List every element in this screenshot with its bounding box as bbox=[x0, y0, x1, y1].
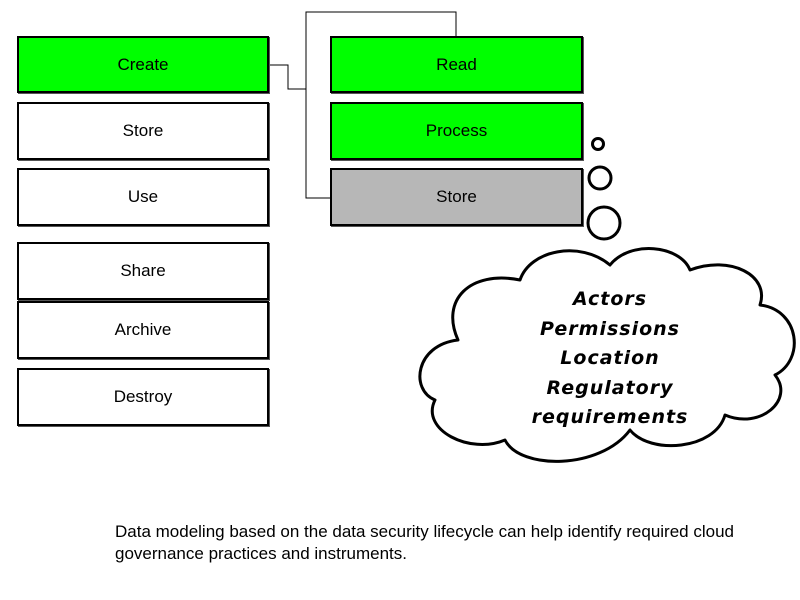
detail-process-label: Process bbox=[425, 121, 488, 140]
thought-bubble-medium bbox=[587, 165, 613, 191]
lifecycle-destroy-label: Destroy bbox=[113, 387, 173, 406]
lifecycle-create: Create bbox=[17, 36, 269, 93]
lifecycle-store: Store bbox=[17, 102, 269, 160]
detail-store-label: Store bbox=[436, 187, 477, 206]
cloud-line-location: Location bbox=[560, 347, 660, 369]
lifecycle-archive-label: Archive bbox=[114, 320, 172, 339]
connector-create-to-detail bbox=[268, 64, 306, 90]
detail-store: Store bbox=[330, 168, 583, 226]
cloud-line-permissions: Permissions bbox=[539, 317, 680, 340]
thought-cloud-text: Actors Permissions Location Regulatory r… bbox=[500, 285, 720, 433]
connector-bracket bbox=[305, 11, 457, 199]
thought-bubble-small bbox=[591, 137, 605, 151]
lifecycle-use-label: Use bbox=[127, 187, 159, 206]
detail-read: Read bbox=[330, 36, 583, 93]
cloud-line-regulatory: Regulatory bbox=[546, 376, 674, 399]
caption-text: Data modeling based on the data security… bbox=[115, 522, 734, 563]
cloud-line-requirements: requirements bbox=[531, 406, 689, 428]
thought-cloud-shape bbox=[418, 247, 796, 463]
lifecycle-store-label: Store bbox=[122, 121, 164, 140]
lifecycle-use: Use bbox=[17, 168, 269, 226]
thought-bubble-large bbox=[586, 205, 622, 241]
lifecycle-share: Share bbox=[17, 242, 269, 300]
detail-process: Process bbox=[330, 102, 583, 160]
lifecycle-create-label: Create bbox=[117, 54, 169, 74]
cloud-line-actors: Actors bbox=[572, 288, 648, 310]
lifecycle-archive: Archive bbox=[17, 301, 269, 359]
lifecycle-share-label: Share bbox=[120, 261, 166, 280]
lifecycle-destroy: Destroy bbox=[17, 368, 269, 426]
detail-read-label: Read bbox=[436, 54, 477, 74]
